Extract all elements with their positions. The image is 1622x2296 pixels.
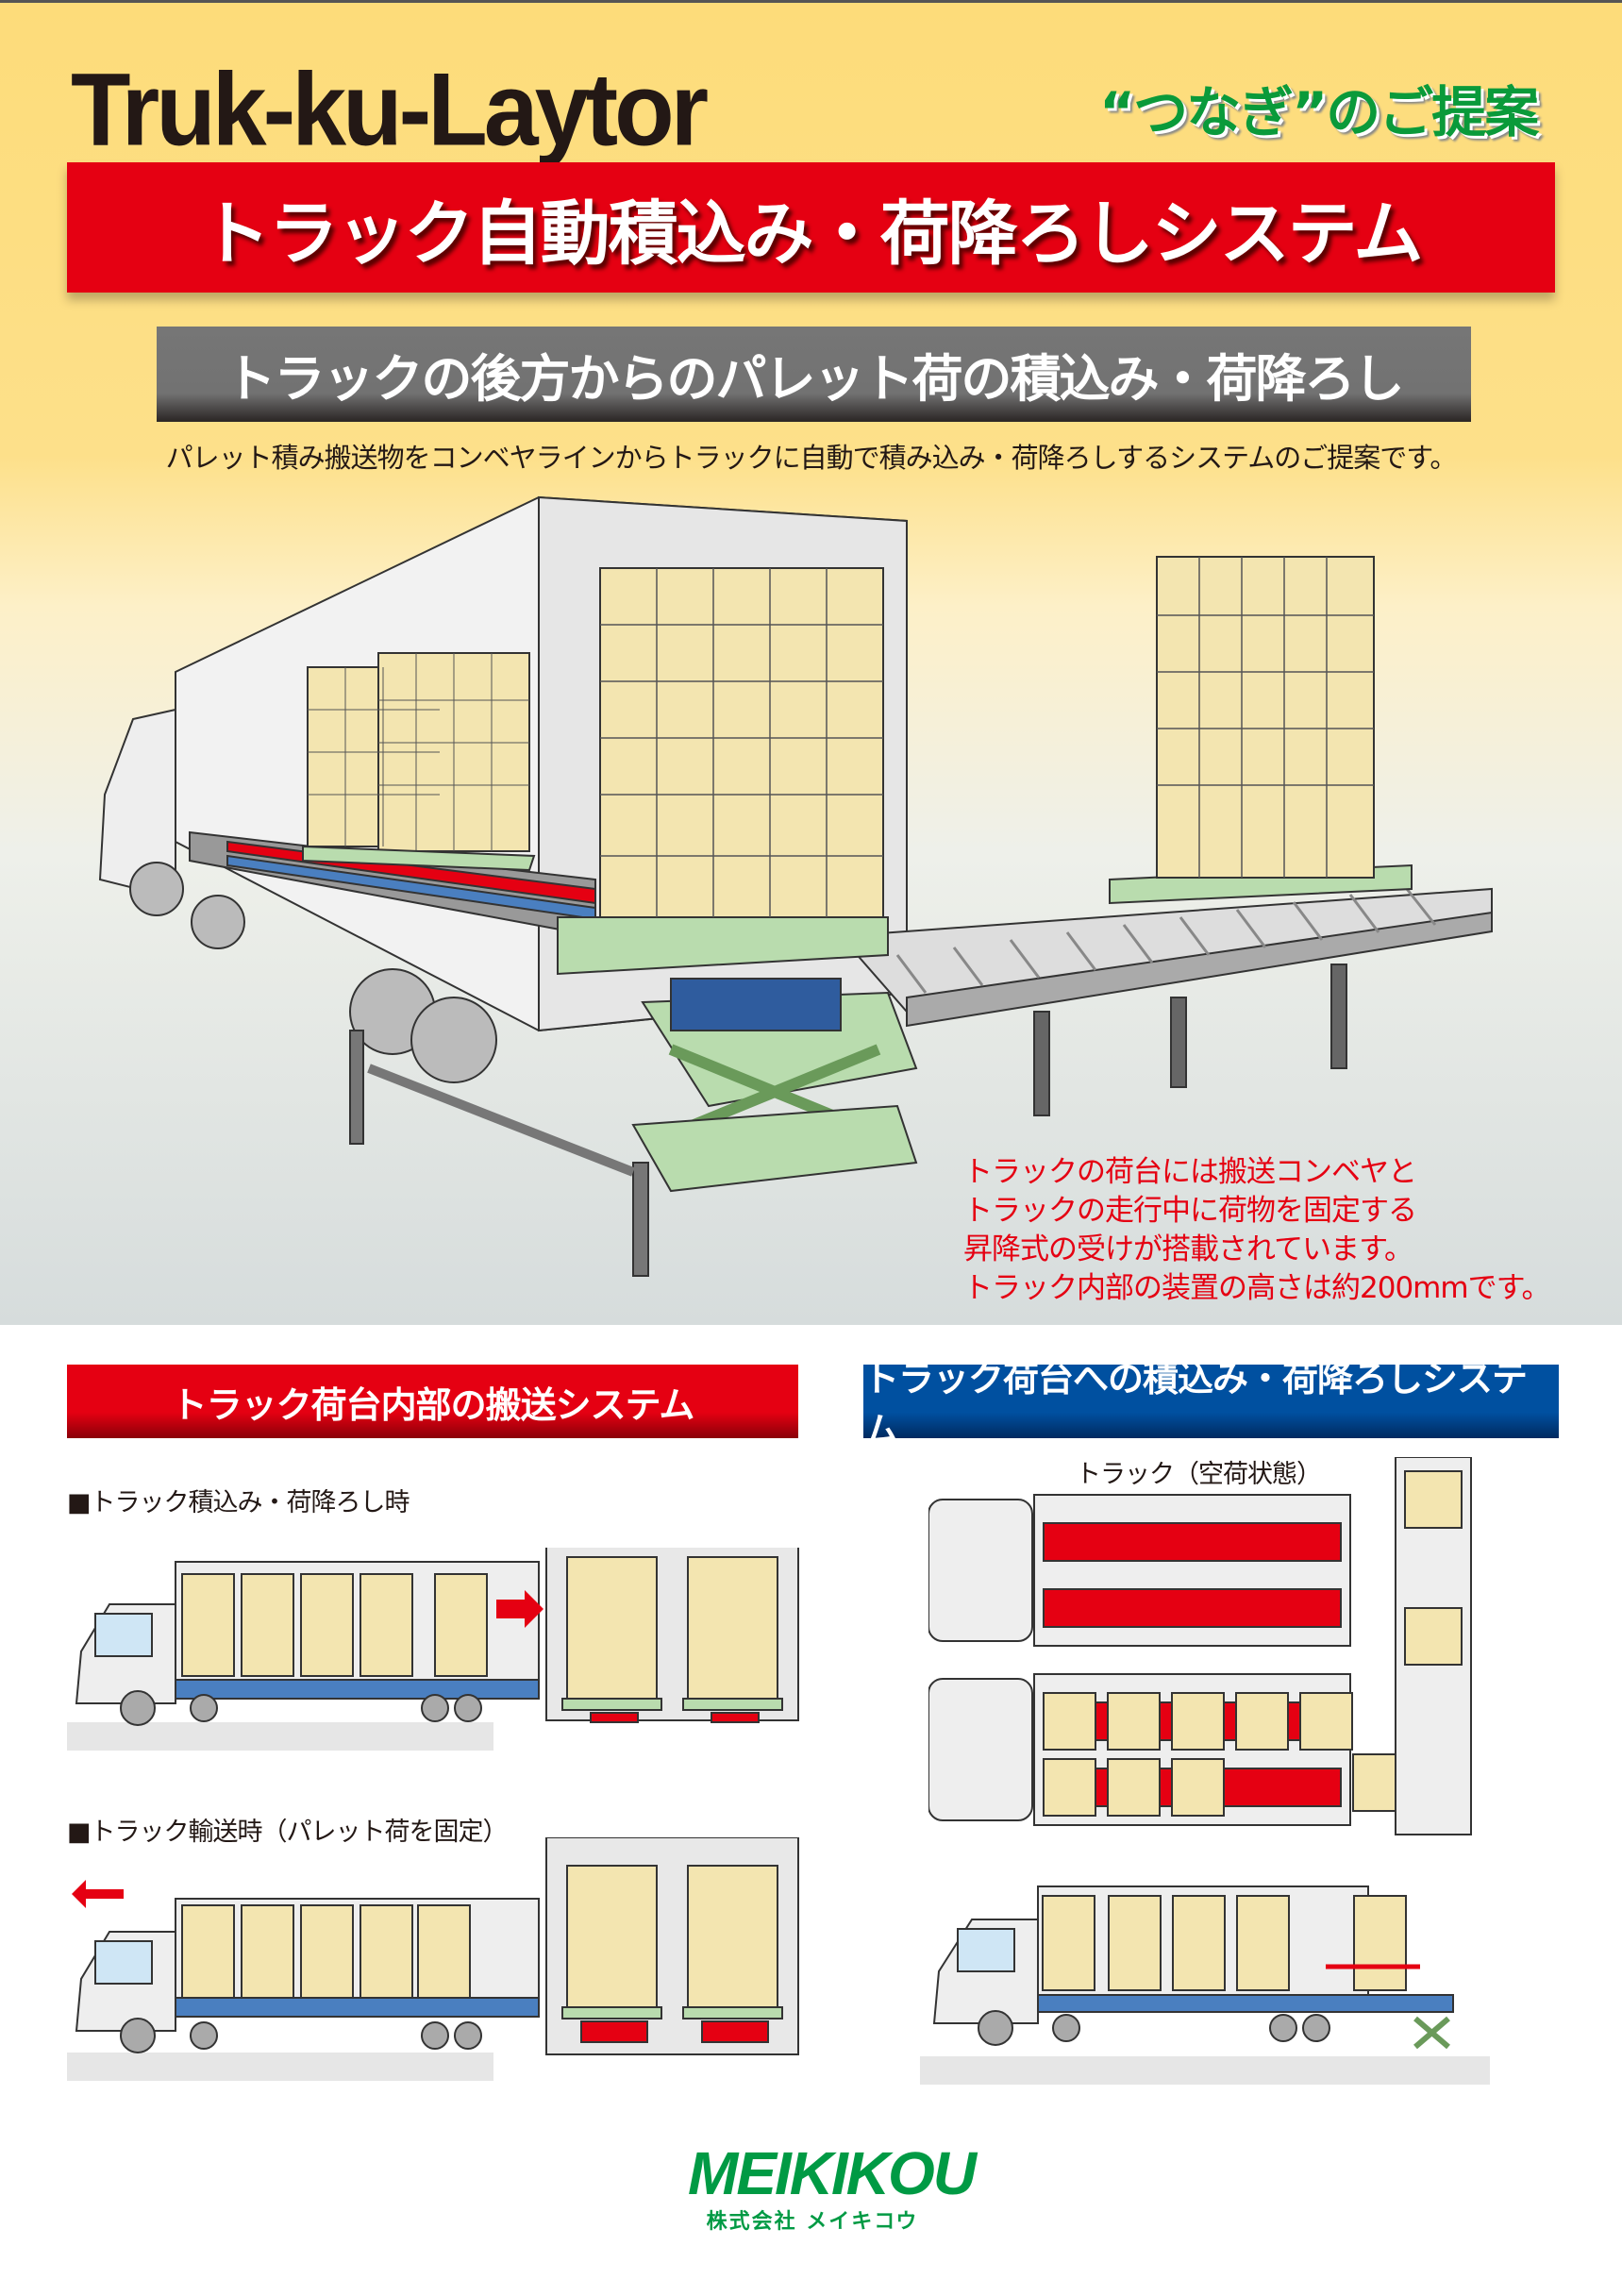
sub-title: トラックの後方からのパレット荷の積込み・荷降ろし xyxy=(225,349,1405,409)
lead-text: パレット積み搬送物をコンベヤラインからトラックに自動で積み込み・荷降ろしするシス… xyxy=(165,442,1458,474)
truck-side-view-loader xyxy=(920,1885,1490,2085)
truck-top-view xyxy=(928,1457,1472,1835)
main-truck-illustration xyxy=(98,495,1493,1277)
caption-line: トラック内部の装置の高さは約200mmです。 xyxy=(963,1271,1550,1305)
truck-side-view-loading xyxy=(67,1548,799,1751)
main-title: トラック自動積込み・荷降ろしシステム xyxy=(200,193,1424,275)
proposal-tag: “つなぎ”のご提案 xyxy=(1099,80,1539,144)
section-header-loading: トラック荷台への積込み・荷降ろしシステム xyxy=(863,1358,1559,1451)
caption-line: トラックの荷台には搬送コンベヤと xyxy=(963,1155,1417,1189)
product-name: Truk-ku-Laytor xyxy=(71,53,709,168)
caption-line: 昇降式の受けが搭載されています。 xyxy=(963,1232,1413,1266)
case-label-transport: ■トラック輸送時（パレット荷を固定） xyxy=(67,1818,509,1847)
truck-side-view-transport xyxy=(67,1837,799,2081)
illustration-caption: トラックの荷台には搬送コンベヤと トラックの走行中に荷物を固定する 昇降式の受け… xyxy=(963,1153,1550,1308)
main-title-banner: トラック自動積込み・荷降ろしシステム xyxy=(67,162,1555,293)
truck-cab xyxy=(98,708,176,900)
empty-truck-label: トラック（空荷状態） xyxy=(1076,1460,1322,1489)
logo-wordmark: MEIKIKOU xyxy=(688,2139,977,2207)
company-logo: MEIKIKOU 株式会社 メイキコウ xyxy=(688,2139,977,2235)
company-name: 株式会社 メイキコウ xyxy=(706,2210,919,2234)
pallet-load xyxy=(599,567,884,918)
section-header-internal: トラック荷台内部の搬送システム xyxy=(67,1365,798,1438)
sub-title-banner: トラックの後方からのパレット荷の積込み・荷降ろし xyxy=(157,327,1471,422)
pallet-load xyxy=(1156,556,1375,879)
caption-line: トラックの走行中に荷物を固定する xyxy=(963,1194,1417,1228)
case-label-loading: ■トラック積込み・荷降ろし時 xyxy=(67,1488,410,1517)
